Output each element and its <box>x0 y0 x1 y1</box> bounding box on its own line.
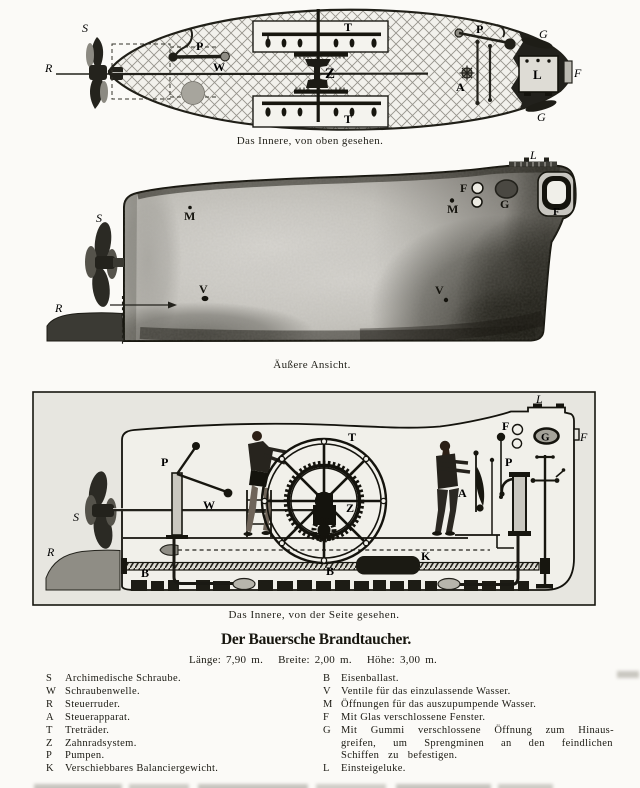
svg-text:A: A <box>456 80 465 94</box>
svg-text:B: B <box>326 564 334 578</box>
svg-text:G: G <box>500 197 509 211</box>
svg-text:T: T <box>344 20 352 34</box>
svg-text:F: F <box>553 206 560 218</box>
svg-text:T: T <box>348 430 356 444</box>
svg-text:G: G <box>541 432 550 444</box>
svg-text:B: B <box>141 566 149 580</box>
svg-text:R: R <box>46 545 55 559</box>
svg-text:V: V <box>199 282 208 296</box>
svg-text:P: P <box>505 455 512 469</box>
svg-text:F: F <box>460 181 467 195</box>
svg-text:A: A <box>458 486 467 500</box>
svg-text:G: G <box>537 110 546 124</box>
svg-text:R: R <box>44 61 53 75</box>
svg-text:F: F <box>579 430 588 444</box>
svg-text:F: F <box>502 419 509 433</box>
svg-text:L: L <box>529 148 537 162</box>
svg-text:M: M <box>447 202 458 216</box>
svg-text:G: G <box>539 27 548 41</box>
svg-text:K: K <box>421 549 431 563</box>
svg-text:L: L <box>533 67 542 82</box>
svg-text:W: W <box>213 60 225 74</box>
svg-text:S: S <box>96 211 102 225</box>
svg-text:W: W <box>203 498 215 512</box>
svg-text:S: S <box>73 510 79 524</box>
svg-text:T: T <box>344 112 352 126</box>
svg-text:V: V <box>435 283 444 297</box>
svg-text:Z: Z <box>325 66 335 82</box>
svg-text:P: P <box>196 39 203 53</box>
svg-text:P: P <box>476 22 483 36</box>
svg-text:P: P <box>161 455 168 469</box>
svg-text:Z: Z <box>346 501 354 515</box>
svg-text:S: S <box>82 21 88 35</box>
svg-text:F: F <box>573 66 582 80</box>
svg-text:M: M <box>184 209 195 223</box>
svg-text:L: L <box>535 392 543 406</box>
svg-text:R: R <box>54 301 63 315</box>
